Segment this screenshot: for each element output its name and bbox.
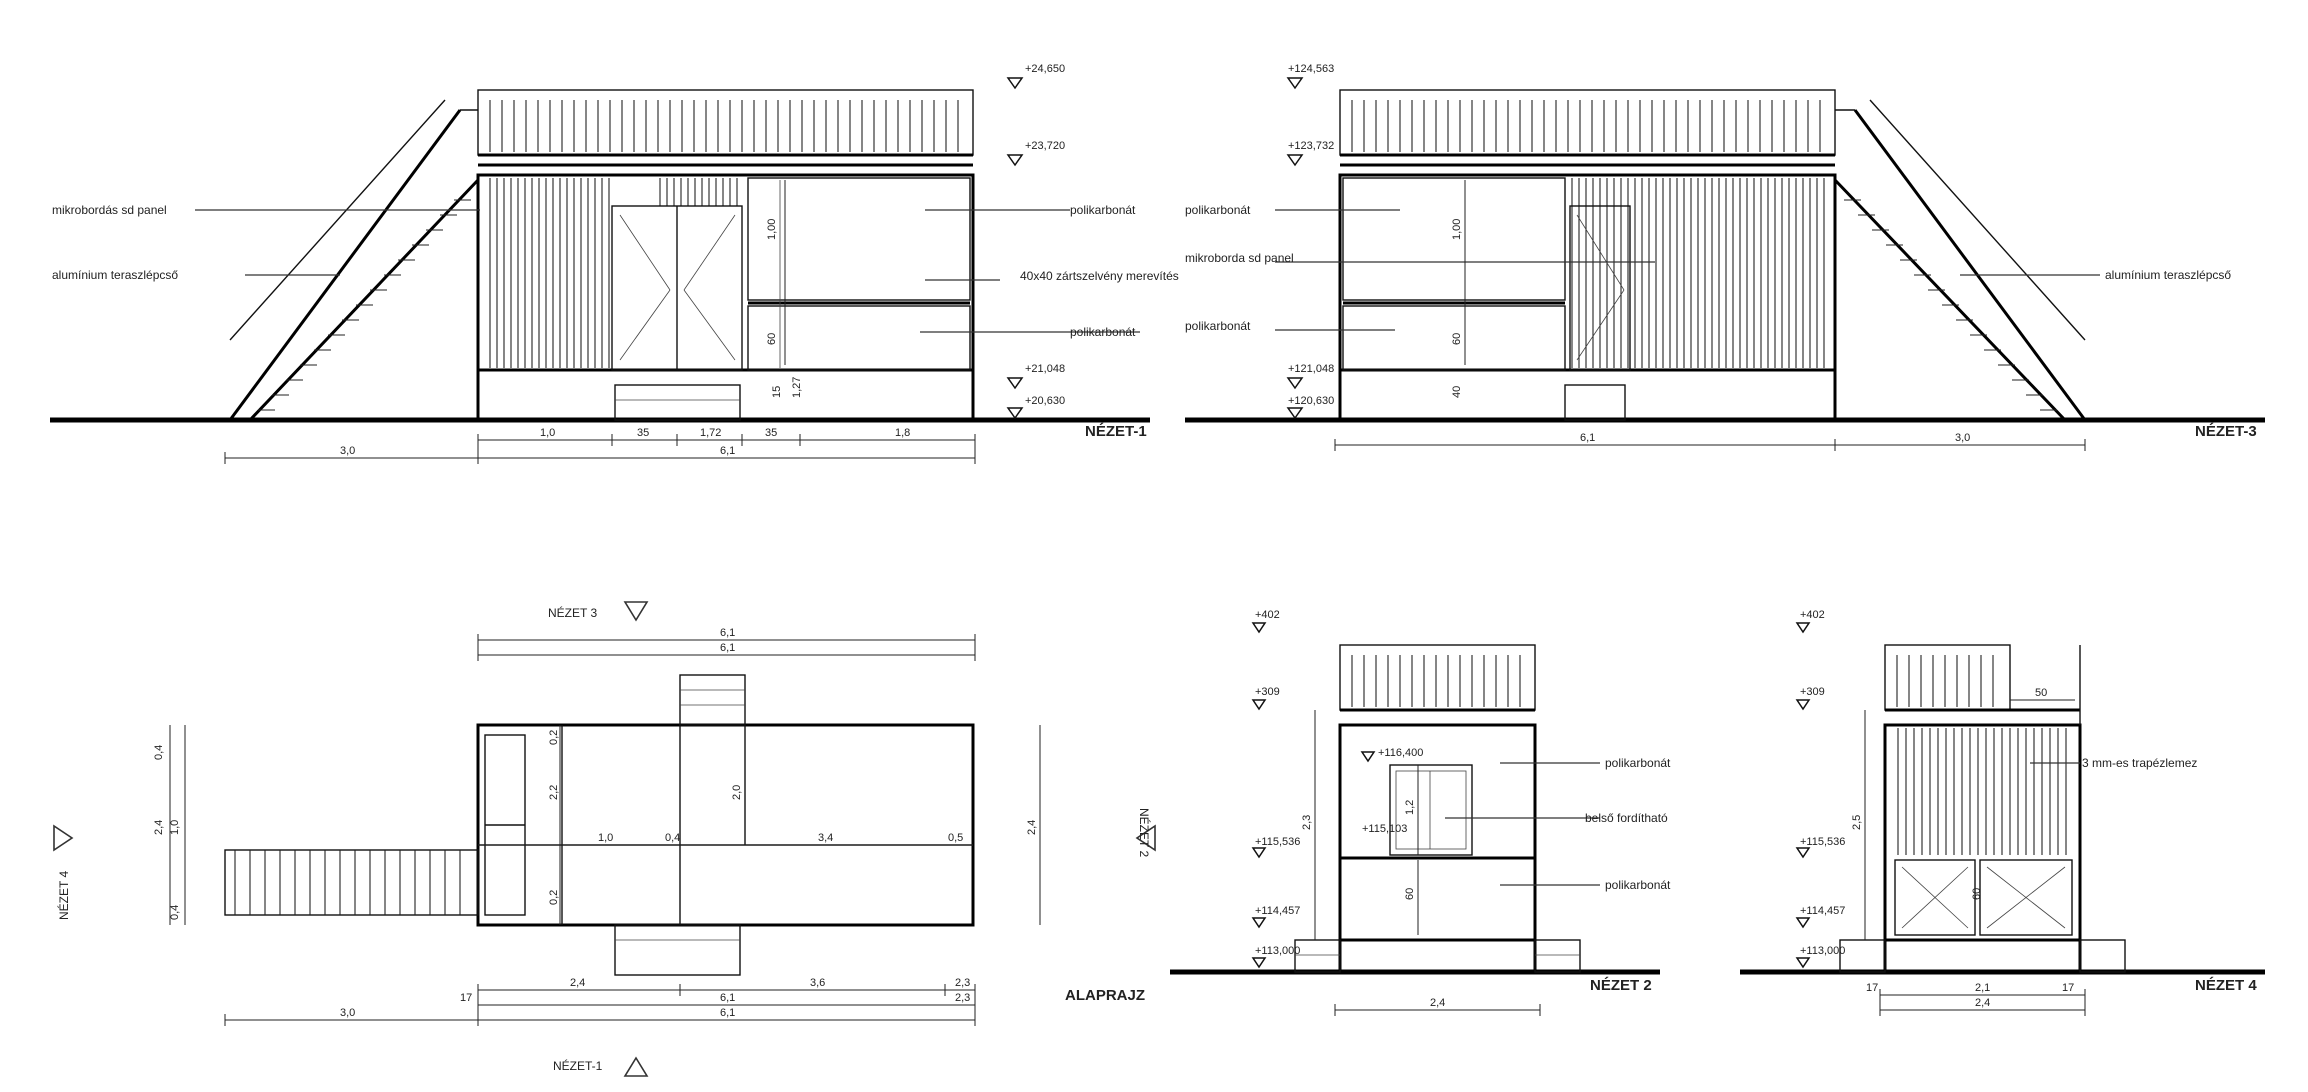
dim-v2-door-h: 1,2	[1404, 800, 1416, 815]
dim-v1-small1: 15	[771, 386, 783, 398]
level-v4-ground: +113,000	[1800, 945, 1845, 957]
dim-plan-mid3: 3,4	[818, 832, 833, 844]
level-v3-top: +124,563	[1288, 63, 1334, 75]
dim-plan-mid1: 1,0	[598, 832, 613, 844]
dim-v1-h-top: 1,00	[766, 219, 778, 240]
dim-plan-l4: 0,4	[169, 905, 181, 920]
level-v3-floor: +121,048	[1288, 363, 1334, 375]
label-v3-polikarbonat-top: polikarbonát	[1185, 203, 1251, 217]
dim-v2-width: 2,4	[1430, 997, 1445, 1009]
label-v3-stair: alumínium teraszlépcső	[2105, 268, 2231, 282]
dim-v3-total: 6,1	[1580, 432, 1595, 444]
label-v1-polikarbonat-top: polikarbonát	[1070, 203, 1136, 217]
dim-plan-v2: 2,2	[548, 785, 560, 800]
dim-v3-h-top: 1,00	[1451, 219, 1463, 240]
dim-v1-seg4: 35	[765, 427, 777, 439]
label-v1-polikarbonat-bottom: polikarbonát	[1070, 325, 1136, 339]
dim-v1-seg1: 1,0	[540, 427, 555, 439]
level-v2-roof: +309	[1255, 686, 1280, 698]
level-v1-top: +24,650	[1025, 63, 1065, 75]
level-v1-rail: +23,720	[1025, 140, 1065, 152]
level-v2-ground: +113,000	[1255, 945, 1300, 957]
level-v2-floor: +114,457	[1255, 905, 1300, 917]
elevation-nezet-3: +124,563 +123,732 +121,048 +120,630 poli…	[1185, 63, 2265, 451]
label-v2-polikarbonat-top: polikarbonát	[1605, 756, 1671, 770]
label-v1-stair: alumínium teraszlépcső	[52, 268, 178, 282]
floor-plan: NÉZET 3 NÉZET-1 NÉZET 4 NÉZET 2 6,1 6,1 …	[53, 601, 1156, 1077]
level-v3-ground: +120,630	[1288, 395, 1334, 407]
view-title-nezet-3: NÉZET-3	[2195, 423, 2257, 440]
elevation-nezet-2: +402 +309 +116,400 +115,536 +115,103 +11…	[1170, 609, 1671, 1016]
dim-plan-stair: 3,0	[340, 1007, 355, 1019]
dim-v4-side: 2,5	[1851, 815, 1863, 830]
label-v2-door: belső fordítható	[1585, 811, 1668, 825]
dim-plan-right: 2,4	[1026, 820, 1038, 835]
dim-plan-bot1: 2,4	[570, 977, 585, 989]
dim-plan-l3: 1,0	[169, 820, 181, 835]
dim-plan-total: 6,1	[720, 1007, 735, 1019]
dim-v1-h-bottom: 60	[766, 333, 778, 345]
view-title-alaprajz: ALAPRAJZ	[1065, 987, 1145, 1004]
marker-nezet-1: NÉZET-1	[553, 1058, 603, 1073]
level-v4-roof: +309	[1800, 686, 1825, 698]
level-v4-mid: +115,536	[1800, 836, 1845, 848]
dim-plan-small: 17	[460, 992, 472, 1004]
dim-v1-small2: 1,27	[791, 377, 803, 398]
dim-v4-seg2: 2,1	[1975, 982, 1990, 994]
dim-plan-bot2: 3,6	[810, 977, 825, 989]
marker-nezet-4: NÉZET 4	[56, 871, 71, 920]
dim-plan-l2: 2,4	[153, 820, 165, 835]
dim-v1-seg3: 1,72	[700, 427, 721, 439]
dim-v4-seg3: 17	[2062, 982, 2074, 994]
elevation-nezet-4: +402 +309 +115,536 +114,457 +113,000 3 m…	[1740, 609, 2265, 1016]
dim-plan-v3: 0,2	[548, 890, 560, 905]
dim-plan-mid4: 0,5	[948, 832, 963, 844]
dim-v4-panel-h: 60	[1971, 888, 1983, 900]
label-v1-panel: mikrobordás sd panel	[52, 203, 167, 217]
view-title-nezet-4: NÉZET 4	[2195, 977, 2257, 994]
dim-v2-total-h: 2,3	[1301, 815, 1313, 830]
dim-v1-seg2: 35	[637, 427, 649, 439]
level-v1-ground: +20,630	[1025, 395, 1065, 407]
dim-v1-total: 6,1	[720, 445, 735, 457]
view-title-nezet-2: NÉZET 2	[1590, 977, 1652, 994]
marker-nezet-3: NÉZET 3	[548, 605, 597, 620]
label-v3-polikarbonat-bottom: polikarbonát	[1185, 319, 1251, 333]
level-v2-mid: +115,536	[1255, 836, 1300, 848]
dim-v3-small: 40	[1451, 386, 1463, 398]
dim-plan-v4: 2,0	[731, 785, 743, 800]
level-v2-top: +402	[1255, 609, 1280, 621]
level-v2-mid2: +115,103	[1362, 823, 1407, 835]
elevation-nezet-1: mikrobordás sd panel alumínium teraszlép…	[50, 63, 1179, 464]
dim-v4-width: 2,4	[1975, 997, 1990, 1009]
level-v4-top: +402	[1800, 609, 1825, 621]
dim-v1-stair: 3,0	[340, 445, 355, 457]
label-v1-frame: 40x40 zártszelvény merevítés	[1020, 269, 1179, 283]
label-v4-trapez: 3 mm-es trapézlemez	[2082, 756, 2197, 770]
level-v4-floor: +114,457	[1800, 905, 1845, 917]
dim-plan-top1: 6,1	[720, 627, 735, 639]
dim-v2-panel-h: 60	[1404, 888, 1416, 900]
level-v3-rail: +123,732	[1288, 140, 1334, 152]
dim-plan-top2: 6,1	[720, 642, 735, 654]
dim-plan-bot-total: 6,1	[720, 992, 735, 1004]
label-v3-panel: mikroborda sd panel	[1185, 251, 1294, 265]
dim-v3-stair: 3,0	[1955, 432, 1970, 444]
dim-plan-bot3: 2,3	[955, 977, 970, 989]
view-title-nezet-1: NÉZET-1	[1085, 423, 1147, 440]
dim-plan-v1: 0,2	[548, 730, 560, 745]
level-v2-door-top: +116,400	[1378, 747, 1423, 759]
dim-plan-mid2: 0,4	[665, 832, 680, 844]
dim-plan-corner: 2,3	[955, 992, 970, 1004]
dim-v3-h-bottom: 60	[1451, 333, 1463, 345]
label-v2-polikarbonat-bottom: polikarbonát	[1605, 878, 1671, 892]
dim-v1-seg5: 1,8	[895, 427, 910, 439]
dim-plan-l1: 0,4	[153, 745, 165, 760]
dim-v4-top: 50	[2035, 687, 2047, 699]
level-v1-floor: +21,048	[1025, 363, 1065, 375]
marker-nezet-2: NÉZET 2	[1137, 808, 1152, 857]
dim-v4-seg1: 17	[1866, 982, 1878, 994]
